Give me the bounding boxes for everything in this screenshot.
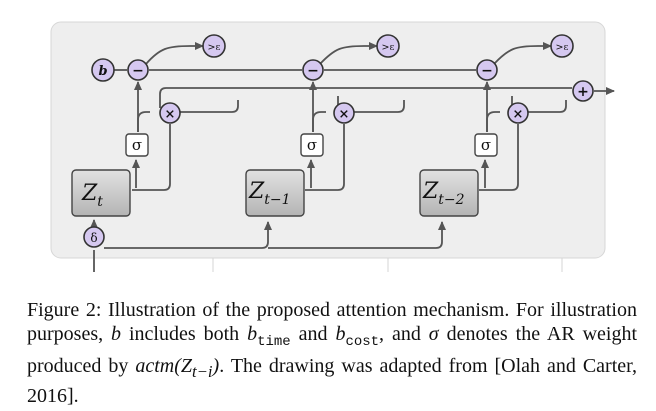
caption-part-5: . The drawing was adapted from [Olah and…: [27, 355, 637, 407]
caption-part-2: includes both: [128, 323, 240, 345]
svg-text:σ: σ: [481, 136, 491, 154]
cell-subscript: t−2: [438, 192, 464, 208]
figure-caption: Figure 2: Illustration of the proposed a…: [27, 298, 637, 408]
svg-text:Zt: Zt: [81, 181, 103, 210]
actm-name: actm: [135, 355, 175, 377]
svg-text:>ε: >ε: [208, 42, 221, 53]
svg-text:σ: σ: [132, 136, 142, 154]
svg-text:−: −: [132, 63, 144, 79]
actm-subscript: t−i: [192, 362, 213, 381]
b-cost-base: b: [335, 323, 346, 345]
cell-subscript: t−1: [264, 192, 290, 208]
b-time-subscript: time: [257, 334, 291, 350]
multiply-node-0: ×: [159, 102, 181, 124]
cell-z-label: Z: [81, 181, 98, 206]
caption-actm-expression: actm(Zt−i): [135, 355, 220, 381]
delta-node: δ: [83, 226, 105, 248]
svg-text:Zt−2: Zt−2: [422, 179, 465, 208]
caption-part-3: , and: [379, 323, 421, 345]
output-node-2: >ε: [550, 34, 574, 58]
add-node: +: [572, 80, 594, 102]
svg-text:−: −: [307, 63, 319, 79]
connection-lines: [90, 42, 615, 272]
cell-z-label: Z: [422, 179, 439, 204]
multiply-node-1: ×: [333, 102, 355, 124]
caption-and: and: [298, 323, 328, 345]
svg-text:−: −: [481, 63, 493, 79]
svg-text:>ε: >ε: [556, 42, 569, 53]
separator-lines: [212, 258, 563, 272]
subtract-node-1: −: [302, 59, 324, 81]
cell-z-label: Z: [248, 179, 265, 204]
sigma-gate-0: σ: [125, 133, 149, 157]
output-node-1: >ε: [376, 34, 400, 58]
multiply-node-2: ×: [507, 102, 529, 124]
cell-box-1: Zt−1: [245, 169, 305, 217]
caption-part-1: Figure 2: Illustration of the proposed a…: [27, 299, 637, 345]
sigma-gate-1: σ: [300, 133, 324, 157]
subtract-node-0: −: [127, 59, 149, 81]
caption-b-cost: bcost: [335, 323, 379, 350]
svg-text:>ε: >ε: [382, 42, 395, 53]
caption-bias-var: b: [111, 323, 122, 345]
svg-text:σ: σ: [307, 136, 317, 154]
output-node-0: >ε: [202, 34, 226, 58]
svg-text:Zt−1: Zt−1: [248, 179, 291, 208]
cell-subscript: t: [97, 194, 103, 210]
subtract-node-2: −: [476, 59, 498, 81]
svg-text:×: ×: [339, 107, 350, 122]
b-time-base: b: [247, 323, 258, 345]
cell-box-2: Zt−2: [419, 169, 479, 217]
svg-text:+: +: [577, 84, 589, 100]
caption-b-time: btime: [247, 323, 291, 350]
svg-text:×: ×: [165, 107, 176, 122]
svg-text:b: b: [98, 64, 107, 79]
attention-diagram: Zt Zt−1 Zt−2 σ σ σ: [50, 21, 615, 272]
actm-z: Z: [180, 355, 193, 377]
b-cost-subscript: cost: [345, 334, 380, 350]
svg-text:×: ×: [513, 107, 524, 122]
sigma-gate-2: σ: [474, 133, 498, 157]
actm-close-paren: ): [212, 355, 220, 377]
caption-sigma-var: σ: [428, 323, 439, 345]
caption-part-4: denotes the AR weight produced by: [27, 323, 638, 377]
cell-box-0: Zt: [71, 169, 131, 217]
actm-open-paren: (: [174, 355, 181, 377]
svg-text:δ: δ: [90, 231, 97, 245]
bias-node: b: [91, 58, 115, 82]
